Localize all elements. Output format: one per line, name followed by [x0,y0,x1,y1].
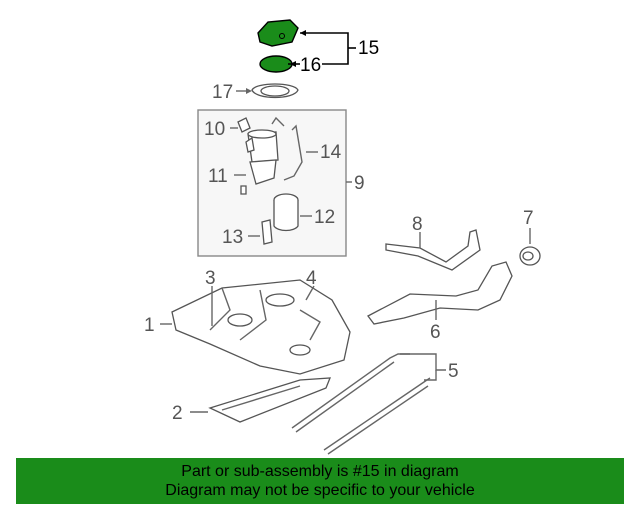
label-16: 16 [300,55,321,76]
part-12-filter [273,193,312,232]
part-10 [230,117,251,133]
bracket-15 [288,32,356,65]
label-11: 11 [208,166,228,187]
arrow-15 [300,30,306,36]
part-6-filler-neck [367,261,513,325]
label-3: 3 [205,268,216,289]
part-1-tank [171,279,351,375]
label-4: 4 [306,268,317,289]
arrow-16 [290,61,296,67]
part-17 [236,83,299,99]
label-9: 9 [354,173,365,194]
label-1: 1 [144,315,155,336]
part-2-shield [190,377,331,423]
part-13 [248,219,273,245]
label-5: 5 [448,361,459,382]
label-14: 14 [320,142,342,163]
label-17: 17 [212,82,233,103]
label-2: 2 [172,403,183,424]
part-15-hole [279,33,285,39]
label-12: 12 [314,207,335,228]
part-5-straps [291,353,446,455]
parts-diagram: 15 16 17 9 10 11 14 12 13 [144,19,541,455]
part-14-wire [271,116,318,181]
label-15: 15 [358,38,379,59]
label-7: 7 [523,208,534,229]
part-8-tube [385,229,481,271]
info-banner: Part or sub-assembly is #15 in diagram D… [16,458,624,504]
leader-4 [305,285,315,301]
part-16-highlighted[interactable] [259,55,293,73]
fuel-pump [240,129,279,195]
banner-line-1: Part or sub-assembly is #15 in diagram [181,463,459,480]
label-10: 10 [204,119,225,140]
banner-line-2: Diagram may not be specific to your vehi… [165,482,475,499]
label-8: 8 [412,214,423,235]
part-7-cap [519,228,541,266]
label-6: 6 [430,322,441,343]
label-13: 13 [222,227,243,248]
part-15-highlighted[interactable] [257,19,299,47]
